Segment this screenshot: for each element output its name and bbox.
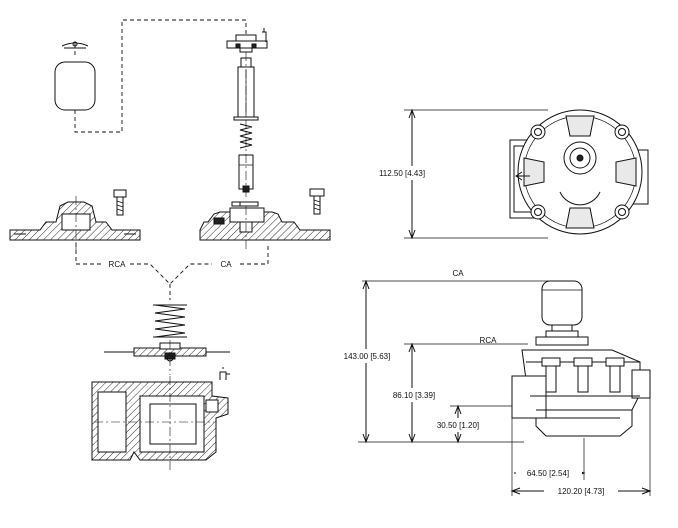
rca-ca-bracket — [75, 243, 269, 300]
solenoid-coil-icon — [54, 61, 96, 111]
diaphragm-icon — [104, 340, 230, 375]
label-rca-side: RCA — [480, 336, 498, 345]
main-spring-icon — [153, 304, 187, 338]
label-ca-left: CA — [220, 260, 232, 269]
dim-height-port: 30.50 [1.20] — [437, 421, 479, 430]
pilot-head-icon — [226, 28, 268, 53]
dim-width-total: 120.20 [4.73] — [558, 487, 605, 496]
dim-height-total: 143.00 [5.63] — [344, 352, 391, 361]
valve-body-icon — [91, 367, 230, 470]
armature-tube-icon — [233, 52, 259, 198]
side-body-icon — [511, 349, 651, 437]
dim-width-port: 64.50 [2.54] — [527, 469, 569, 478]
top-view: 112.50 [4.43] — [360, 108, 649, 240]
side-view: CA RCA 143.00 [5.63] 86.10 [3.39] 30.50 … — [324, 269, 652, 498]
wiring-connector-dashed — [74, 19, 247, 133]
label-rca-left: RCA — [109, 260, 127, 269]
exploded-view: RCA CA — [9, 19, 331, 470]
washer-icon — [231, 201, 259, 207]
side-coil-icon — [535, 280, 589, 346]
dim-height-top: 112.50 [4.43] — [379, 169, 425, 178]
cover-ca-icon — [199, 188, 331, 250]
retaining-clip-icon — [61, 41, 89, 49]
label-ca-side: CA — [452, 269, 464, 278]
cover-rca-icon — [9, 189, 141, 250]
dim-height-rca: 86.10 [3.39] — [393, 391, 435, 400]
